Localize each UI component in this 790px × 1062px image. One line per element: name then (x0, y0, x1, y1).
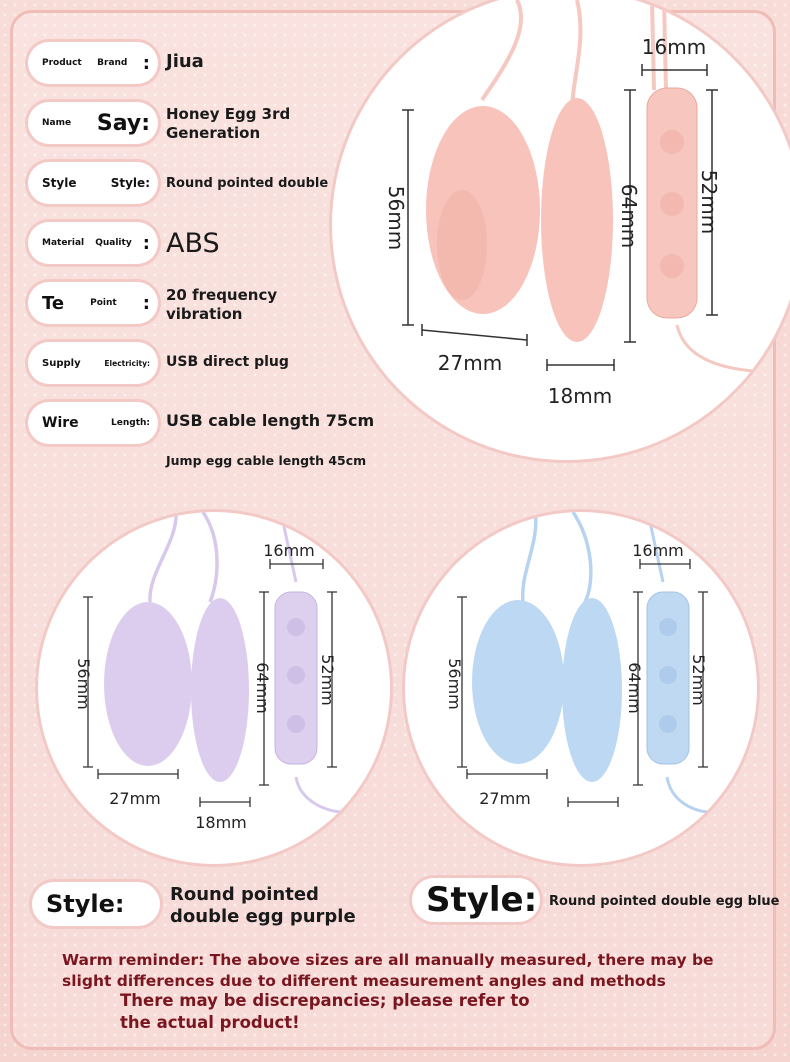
spec-value-power: USB direct plug (166, 354, 289, 370)
dim-egg-height: 56mm (384, 186, 408, 250)
round-egg-icon (472, 600, 564, 764)
spec-label: Supply (42, 357, 81, 369)
spec-label: Material (42, 238, 85, 248)
spec-pill-material: Material Quality : (28, 222, 158, 264)
dim-bullet-width: 18mm (548, 384, 612, 408)
purple-egg-illustration: 56mm 64mm 52mm 27mm 18mm 16mm (74, 512, 344, 832)
spec-colon: : (142, 52, 150, 74)
spec-pill-style: Style Style: (28, 162, 158, 204)
spec-pill-wire: Wire Length: (28, 402, 158, 444)
wire-icon (662, 0, 668, 91)
spec-value-brand: Jiua (166, 51, 204, 72)
dim-egg-width: 27mm (109, 789, 161, 808)
spec-label-secondary: Style: (110, 176, 150, 190)
spec-colon: : (142, 232, 150, 254)
remote-button-icon (660, 254, 684, 278)
spec-value-name: Honey Egg 3rd Generation (166, 105, 291, 142)
dim-egg-width: 27mm (438, 351, 502, 375)
spec-label-secondary: Quality (95, 238, 132, 248)
spec-label: Name (42, 118, 72, 128)
dim-bullet-width: 18mm (195, 813, 247, 832)
spec-value-material: ABS (166, 228, 220, 259)
product-image-blue: 56mm 64mm 52mm 27mm 16mm (405, 512, 757, 864)
dim-remote-height: 52mm (689, 654, 708, 706)
pointed-egg-icon (191, 598, 249, 782)
dim-remote-width: 16mm (263, 541, 315, 560)
wire-icon (281, 521, 298, 583)
wire-icon (520, 512, 538, 603)
dim-bullet-height: 64mm (625, 662, 644, 714)
product-image-pink: 56mm 64mm 52mm 27mm 18mm 16mm (332, 0, 790, 460)
dim-remote-height: 52mm (318, 654, 337, 706)
remote-button-icon (659, 618, 677, 636)
spec-label-secondary: Say: (96, 110, 150, 136)
style-label-purple: Style: (46, 890, 125, 918)
spec-label: Wire (42, 415, 79, 431)
discrepancy-note: There may be discrepancies; please refer… (120, 991, 530, 1032)
wire-icon (480, 0, 524, 102)
dim-remote-width: 16mm (632, 541, 684, 560)
wire-icon (665, 776, 711, 814)
spec-value-egg-cable: Jump egg cable length 45cm (166, 453, 367, 468)
spec-label-secondary: Point (90, 298, 117, 308)
style-value-blue: Round pointed double egg blue (549, 894, 780, 909)
dim-bullet-height: 64mm (253, 662, 272, 714)
pointed-egg-icon (562, 598, 622, 782)
spec-pill-name: Name Say: (28, 102, 158, 144)
product-image-purple: 56mm 64mm 52mm 27mm 18mm 16mm (38, 512, 390, 864)
remote-button-icon (659, 715, 677, 733)
dim-egg-height: 56mm (74, 658, 93, 710)
spec-label-secondary: Length: (111, 418, 150, 428)
style-value-purple: Round pointed double egg purple (170, 884, 356, 927)
spec-label: Te (42, 292, 65, 314)
dim-remote-height: 52mm (697, 170, 721, 234)
spec-value-feature: 20 frequency vibration (166, 286, 278, 323)
spec-pill-power: Supply Electricity: (28, 342, 158, 384)
spec-label-secondary: Brand (97, 58, 128, 68)
style-pill-blue: Style: (412, 878, 540, 922)
wire-icon (148, 512, 178, 603)
remote-button-icon (287, 715, 305, 733)
spec-label: Style (42, 176, 77, 190)
style-label-blue: Style: (426, 880, 538, 920)
blue-egg-illustration: 56mm 64mm 52mm 27mm 16mm (445, 512, 711, 814)
spec-label: Product (42, 58, 82, 68)
remote-button-icon (287, 618, 305, 636)
spec-label-secondary: Electricity: (104, 358, 150, 368)
remote-button-icon (659, 666, 677, 684)
remote-button-icon (287, 666, 305, 684)
dim-egg-height: 56mm (445, 658, 464, 710)
wire-icon (650, 0, 656, 91)
remote-button-icon (660, 192, 684, 216)
spec-value-wire: USB cable length 75cm (166, 411, 375, 430)
wire-icon (571, 512, 593, 603)
round-egg-icon (426, 106, 540, 314)
dim-remote-width: 16mm (642, 35, 706, 59)
round-egg-icon (104, 602, 192, 766)
remote-button-icon (660, 130, 684, 154)
style-pill-purple: Style: (32, 882, 160, 926)
spec-pill-feature: Te Point : (28, 282, 158, 324)
warm-reminder-text: Warm reminder: The above sizes are all m… (62, 951, 714, 990)
dim-bullet-height: 64mm (617, 184, 641, 248)
spec-colon: : (142, 292, 150, 314)
pink-egg-illustration: 56mm 64mm 52mm 27mm 18mm 16mm (384, 0, 790, 408)
wire-icon (201, 512, 219, 603)
wire-icon (648, 521, 665, 583)
wire-icon (570, 0, 583, 111)
wire-icon (294, 776, 344, 814)
spec-pill-brand: Product Brand : (28, 42, 158, 84)
dim-egg-width: 27mm (479, 789, 531, 808)
pointed-egg-icon (541, 98, 613, 342)
